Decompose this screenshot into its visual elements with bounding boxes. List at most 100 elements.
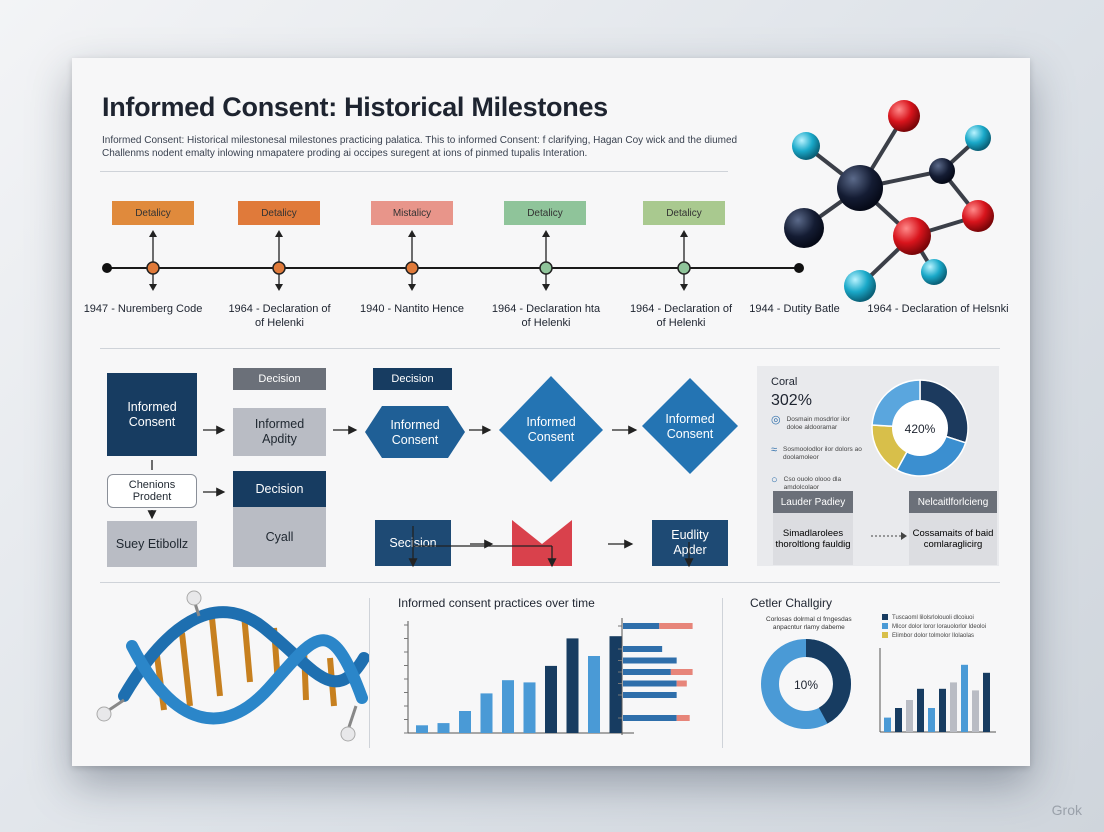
row-icon: ○ bbox=[771, 474, 778, 486]
right-donut: 10% bbox=[761, 639, 851, 729]
card-text: Simadlarolees thoroltlong fauldig bbox=[773, 513, 853, 565]
legend-text: Elimbor dolor tolmolor Ilolaolas bbox=[892, 633, 975, 639]
bar bbox=[416, 725, 428, 733]
row-text: Cso ouolo olooo dla amdolcolaor bbox=[783, 476, 842, 491]
row-text: Dosmain mosdrlor ilor doloe aldooramar bbox=[786, 416, 850, 431]
hbar-accent bbox=[670, 669, 693, 675]
stats-row: ≈ Sosmoolodlor ilor dolors ao doolamoleor bbox=[771, 444, 866, 462]
decision-tag: Decision bbox=[233, 368, 326, 390]
watermark: Grok bbox=[1051, 802, 1082, 818]
bar bbox=[939, 688, 946, 732]
tag-label: Decision bbox=[258, 372, 301, 385]
timeline-box: Detalicy bbox=[112, 201, 194, 225]
stats-row: ◎ Dosmain mosdrlor ilor doloe aldooramar bbox=[771, 414, 866, 432]
timeline-marker bbox=[539, 230, 553, 291]
bar bbox=[895, 708, 902, 732]
molecule-illustration bbox=[784, 100, 994, 302]
legend-text: Tuscaoml lilolsrlolouoli dlcoiuoi bbox=[892, 615, 974, 621]
hbar-accent bbox=[659, 623, 693, 629]
timeline-event-label: 1964 - Declaration of of Helenki bbox=[228, 303, 331, 329]
bowtie-shape bbox=[512, 520, 572, 566]
timeline-box: Detalicy bbox=[643, 201, 725, 225]
diamond-label: Informed Consent bbox=[370, 408, 460, 458]
stats-donut: 420% bbox=[871, 379, 969, 477]
legend-swatch bbox=[882, 632, 888, 638]
bar bbox=[961, 664, 968, 732]
node-label: Eudlity Apder bbox=[671, 528, 709, 557]
lauder-padiey-button[interactable]: Lauder Padiey bbox=[773, 491, 853, 513]
node-label: Suey Etibollz bbox=[115, 536, 189, 551]
node-label: Informed Consent bbox=[127, 399, 177, 429]
right-panel-legend-text: Corlosas dolrmal cl frngesdas anpacntur … bbox=[766, 616, 852, 631]
timeline-event-label: 1964 - Declaration of Helsnki bbox=[867, 303, 1009, 315]
row-text: Sosmoolodlor ilor dolors ao doolamoleor bbox=[783, 446, 862, 461]
timeline-box: Mistalicy bbox=[371, 201, 453, 225]
timeline-axis bbox=[102, 230, 804, 291]
node-label: Informed Consent bbox=[390, 418, 440, 447]
infographic-board: Informed Consent: Historical Milestones … bbox=[72, 58, 1030, 766]
bar bbox=[480, 693, 493, 733]
node-label: Informed Consent bbox=[665, 412, 715, 441]
informed-consent-node: Informed Consent bbox=[107, 373, 197, 456]
flow-connectors bbox=[147, 425, 694, 568]
legend-row: Mlcor dolor loror lorauolorlor ldeoloi bbox=[882, 623, 1022, 631]
hbar bbox=[623, 692, 677, 698]
nelcaitlforlcieng-button[interactable]: Nelcaitlforlcieng bbox=[909, 491, 997, 513]
timeline-event-label: 1947 - Nuremberg Code bbox=[83, 303, 203, 315]
tag-label: Decision bbox=[391, 372, 434, 385]
donut-center-label: 420% bbox=[905, 422, 936, 436]
bar bbox=[588, 656, 600, 733]
page-subtitle: Informed Consent: Historical milestonesa… bbox=[102, 135, 738, 159]
bar bbox=[545, 665, 557, 733]
bar-chart bbox=[404, 621, 634, 734]
bar bbox=[983, 672, 990, 732]
bar bbox=[459, 711, 471, 733]
cyall-node: Cyall bbox=[233, 507, 326, 567]
bar-chart-title: Informed consent practices over time bbox=[398, 596, 595, 610]
stats-value: 302% bbox=[771, 392, 812, 409]
hbar bbox=[623, 715, 677, 721]
bar bbox=[928, 708, 935, 732]
diamond-node bbox=[365, 406, 465, 458]
bar bbox=[437, 723, 450, 733]
timeline-marker bbox=[677, 230, 691, 291]
divider bbox=[722, 598, 723, 748]
button-label: Lauder Padiey bbox=[780, 496, 846, 508]
bar bbox=[502, 680, 514, 733]
card-text: Cossamaits of baid comlaraglicirg bbox=[909, 513, 997, 565]
timeline-event-label: 1964 - Declaration hta of Helenki bbox=[491, 303, 601, 329]
legend-swatch bbox=[882, 623, 888, 629]
stats-rows: ◎ Dosmain mosdrlor ilor doloe aldooramar ≈… bbox=[771, 414, 866, 506]
bar bbox=[566, 638, 579, 733]
row-icon: ◎ bbox=[771, 414, 781, 426]
timeline-event-label: 1944 - Dutity Batle bbox=[749, 303, 840, 315]
decision-node: Decision bbox=[233, 471, 326, 507]
divider bbox=[100, 348, 1000, 349]
hbar-chart bbox=[618, 618, 693, 735]
timeline-marker bbox=[146, 230, 160, 291]
bar bbox=[884, 717, 891, 732]
diamond-node bbox=[499, 376, 603, 482]
row-icon: ≈ bbox=[771, 444, 778, 456]
diamond-label: Informed Consent bbox=[645, 402, 735, 452]
hbar bbox=[623, 657, 677, 664]
hbar bbox=[623, 680, 677, 687]
button-label: Nelcaitlforlcieng bbox=[917, 496, 989, 508]
timeline-box: Detalicy bbox=[504, 201, 586, 225]
timeline-box: Detalicy bbox=[238, 201, 320, 225]
page-title: Informed Consent: Historical Milestones bbox=[102, 92, 608, 122]
divider bbox=[100, 171, 728, 172]
hbar bbox=[623, 623, 660, 629]
timeline-event-label: 1940 - Nantito Hence bbox=[360, 303, 464, 315]
divider bbox=[100, 582, 1000, 583]
timeline-marker bbox=[405, 230, 419, 291]
stats-label: Coral bbox=[771, 376, 798, 388]
bar bbox=[950, 682, 957, 732]
dashed-arrow bbox=[871, 532, 907, 540]
stats-row: ○ Cso ouolo olooo dla amdolcolaor bbox=[771, 474, 866, 492]
right-panel-title: Cetler Challgiry bbox=[750, 596, 833, 610]
bar bbox=[917, 688, 924, 732]
stats-card: Coral 302% ◎ Dosmain mosdrlor ilor doloe … bbox=[757, 366, 999, 566]
node-label: Chenions Prodent bbox=[128, 479, 176, 503]
